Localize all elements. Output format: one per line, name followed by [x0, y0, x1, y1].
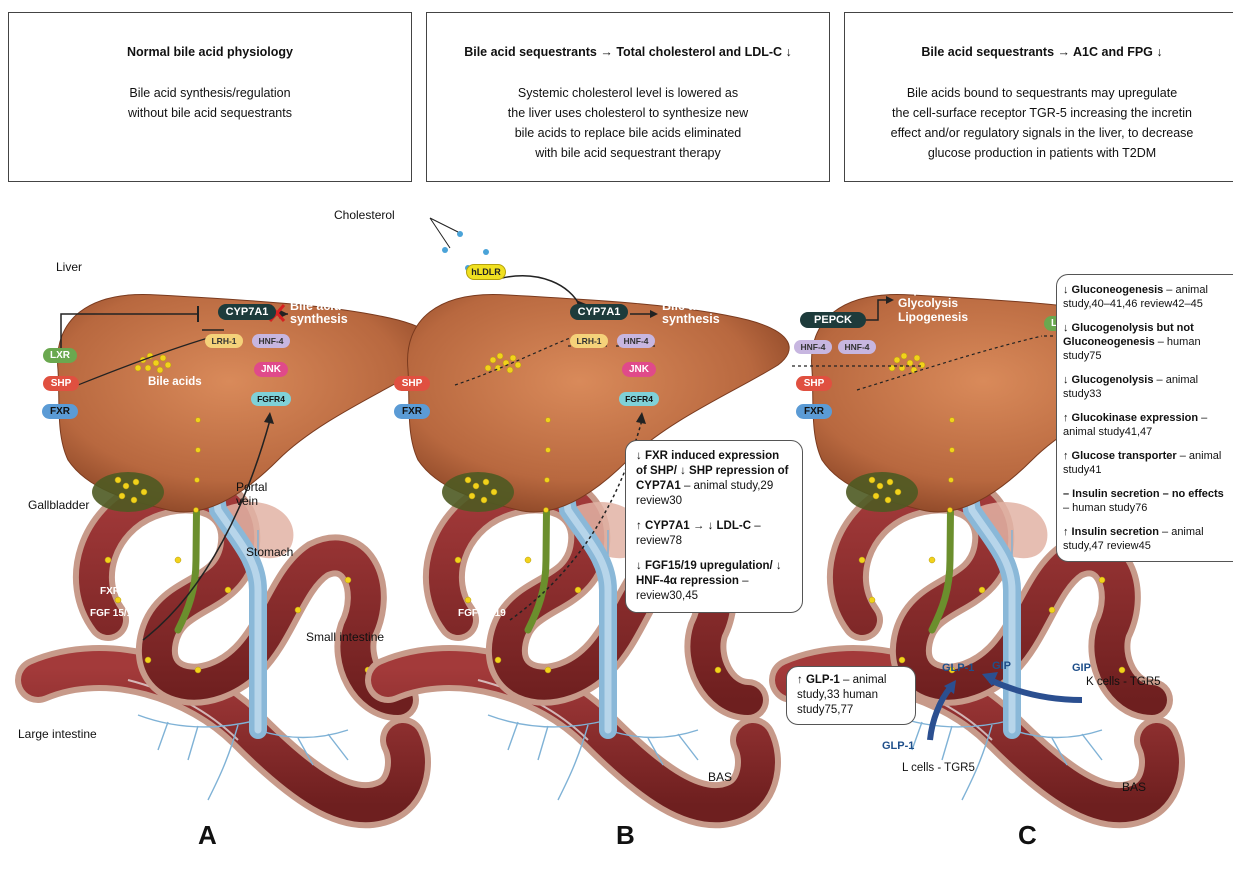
gut-fxr-label: FXR: [472, 586, 492, 597]
cyp7a1-node: CYP7A1: [218, 304, 276, 320]
header-box-normal: Normal bile acid physiology Bile acid sy…: [8, 12, 412, 182]
lrh1-node: LRH-1: [205, 334, 243, 348]
box-desc-line: Bile acids bound to sequestrants may upr…: [845, 83, 1233, 103]
fgfr4-node: FGFR4: [619, 392, 659, 406]
fxr-node: FXR: [796, 404, 832, 419]
panel-letter-a: A: [198, 820, 217, 851]
mechanism-note-b: ↓ FXR induced expression of SHP/ ↓ SHP r…: [625, 440, 803, 613]
hldlr-node: hLDLR: [466, 264, 506, 280]
header-box-glucose: Bile acid sequestrants → A1C and FPG ↓ B…: [844, 12, 1233, 182]
fgf-label: FGF 15/19: [458, 608, 506, 619]
box-desc-line: the liver uses cholesterol to synthesize…: [427, 103, 829, 123]
fxr-node: FXR: [394, 404, 430, 419]
fgf-label: FGF 15/19: [90, 608, 138, 619]
box-desc-line: Bile acid synthesis/regulation: [9, 83, 411, 103]
box-desc-line: glucose production in patients with T2DM: [845, 143, 1233, 163]
stomach-label: Stomach: [246, 545, 293, 559]
glp1-label-bottom: GLP-1: [882, 740, 914, 752]
hepatic-processes: Hepatic gluconeogenesis Glycolysis Lipog…: [898, 282, 1043, 324]
bile-acid-synthesis-label: Bile acid synthesis: [290, 300, 348, 326]
small-intestine-label: Small intestine: [306, 630, 384, 644]
panel-a: Liver CYP7A1 Bile acid synthesis LRH-1 H…: [8, 200, 419, 873]
lrh1-node: LRH-1: [570, 334, 608, 348]
shp-node: SHP: [394, 376, 430, 391]
lxr-node: LXR: [43, 348, 77, 363]
note-item: ↓ FXR induced expression of SHP/ ↓ SHP r…: [636, 449, 792, 509]
portal-vein-label: Portal vein: [236, 480, 276, 508]
box-desc-line: the cell-surface receptor TGR-5 increasi…: [845, 103, 1233, 123]
box-desc-line: with bile acid sequestrant therapy: [427, 143, 829, 163]
note-item: ↓ Glucogenolysis – animal study33: [1063, 373, 1230, 401]
note-item: ↑ Insulin secretion – animal study,47 re…: [1063, 525, 1230, 553]
glp1-label-top: GLP-1: [942, 662, 974, 674]
shp-node: SHP: [796, 376, 832, 391]
cholesterol-label: Cholesterol: [334, 208, 395, 222]
process-item: Glycolysis: [898, 296, 1043, 310]
note-item: ↓ Glucogenolysis but not Gluconeogenesis…: [1063, 321, 1230, 363]
box-title: Bile acid sequestrants → Total cholester…: [427, 45, 829, 59]
cyp7a1-node: CYP7A1: [570, 304, 628, 320]
box-title: Bile acid sequestrants → A1C and FPG ↓: [845, 45, 1233, 59]
bas-label: BAS: [708, 770, 732, 784]
gip-label-1: GIP: [992, 660, 1011, 672]
l-cells-label: L cells - TGR5: [902, 762, 975, 774]
bile-acid-synthesis-label: Bile acid synthesis: [662, 300, 720, 326]
gip-label-2: GIP: [1072, 662, 1091, 674]
large-intestine-label: Large intestine: [18, 727, 97, 741]
note-item: ↑ Glucose transporter – animal study41: [1063, 449, 1230, 477]
note-item: ↓ FGF15/19 upregulation/ ↓ HNF-4α repres…: [636, 559, 792, 604]
panel-letter-c: C: [1018, 820, 1037, 851]
gallbladder-label: Gallbladder: [28, 498, 89, 512]
shp-node: SHP: [43, 376, 79, 391]
hnf4-node: HNF-4: [252, 334, 290, 348]
bas-label: BAS: [1122, 780, 1146, 794]
k-cells-label: K cells - TGR5: [1086, 676, 1161, 688]
gut-fxr-label: FXR: [100, 586, 120, 597]
note-item: ↑ CYP7A1 → ↓ LDL-C – review78: [636, 519, 792, 549]
box-title: Normal bile acid physiology: [9, 45, 411, 59]
glp1-note: ↑ GLP-1 – animal study,33 human study75,…: [786, 666, 916, 725]
fxr-node: FXR: [42, 404, 78, 419]
process-item: Hepatic gluconeogenesis: [898, 282, 1043, 296]
hnf4-node: HNF-4: [617, 334, 655, 348]
fgfr4-node: FGFR4: [251, 392, 291, 406]
panel-c: PEPCK Hepatic gluconeogenesis Glycolysis…: [822, 200, 1233, 873]
box-desc-line: without bile acid sequestrants: [9, 103, 411, 123]
note-item: – Insulin secretion – no effects – human…: [1063, 487, 1230, 515]
hnf4-node-2: HNF-4: [838, 340, 876, 354]
jnk-node: JNK: [622, 362, 656, 377]
hnf4-node: HNF-4: [794, 340, 832, 354]
process-item: Lipogenesis: [898, 310, 1043, 324]
header-box-cholesterol: Bile acid sequestrants → Total cholester…: [426, 12, 830, 182]
bile-acids-label: Bile acids: [148, 376, 202, 388]
box-desc-line: Systemic cholesterol level is lowered as: [427, 83, 829, 103]
jnk-node: JNK: [254, 362, 288, 377]
panel-letter-b: B: [616, 820, 635, 851]
box-desc-line: bile acids to replace bile acids elimina…: [427, 123, 829, 143]
note-item: ↑ Glucokinase expression – animal study4…: [1063, 411, 1230, 439]
box-desc-line: effect and/or regulatory signals in the …: [845, 123, 1233, 143]
pepck-node: PEPCK: [800, 312, 866, 328]
panel-b: Cholesterol hLDLR CYP7A1 Bile acid synth…: [420, 200, 831, 873]
mechanism-note-c: ↓ Gluconeogenesis – animal study,40–41,4…: [1056, 274, 1233, 562]
liver-label: Liver: [56, 260, 82, 274]
note-item: ↓ Gluconeogenesis – animal study,40–41,4…: [1063, 283, 1230, 311]
